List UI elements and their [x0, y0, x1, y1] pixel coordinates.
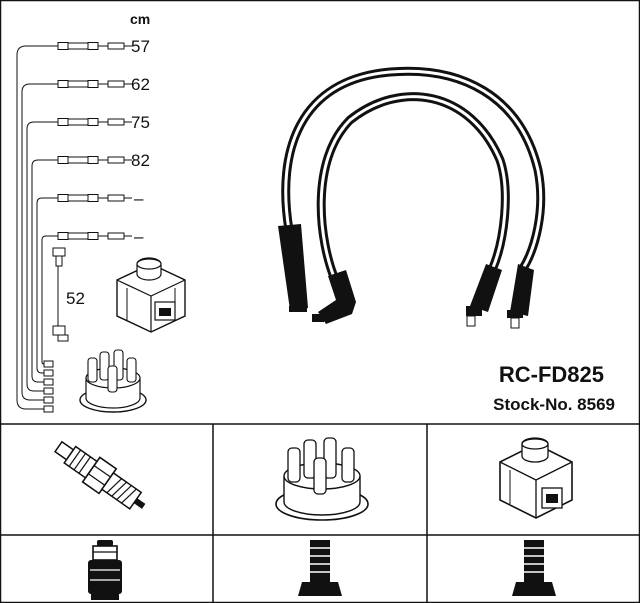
lead-tip — [43, 378, 54, 386]
spark-plug-icon — [54, 440, 146, 510]
length-label-1: 57 — [131, 37, 150, 56]
distributor-cap-icon — [79, 349, 147, 413]
ignition-coil-icon — [116, 257, 186, 333]
cable-length-schematic: cm 57 — [16, 11, 150, 413]
lead-connector-6 — [57, 232, 133, 240]
lead-tip — [43, 387, 54, 395]
cap-terminal-icon — [298, 540, 342, 596]
length-label-6: – — [134, 227, 144, 246]
stock-number: Stock-No. 8569 — [493, 395, 615, 414]
coil-lead-length-label: 52 — [66, 289, 85, 308]
ignition-cable-set — [278, 66, 546, 329]
length-label-5: – — [134, 189, 144, 208]
unit-label: cm — [130, 11, 150, 27]
coil-lead — [52, 247, 69, 342]
coil-terminal-icon — [512, 540, 556, 596]
lead-connector-2 — [57, 80, 133, 88]
lead-tip — [43, 405, 54, 413]
plug-boot-icon — [88, 540, 122, 600]
distributor-cap-large-icon — [275, 437, 369, 521]
lead-connector-4 — [57, 156, 133, 164]
straight-plug-boot — [278, 224, 308, 312]
angled-plug-boot — [312, 270, 356, 324]
coil-terminal-boot-left — [466, 264, 502, 327]
length-label-4: 82 — [131, 151, 150, 170]
ignition-coil-large-icon — [499, 437, 573, 519]
length-label-3: 75 — [131, 113, 150, 132]
product-code: RC-FD825 — [499, 362, 604, 387]
lead-connector-3 — [57, 118, 133, 126]
lead-tip — [43, 396, 54, 404]
lead-tip — [43, 360, 54, 368]
lead-connector-1 — [57, 42, 133, 50]
lead-tip — [43, 369, 54, 377]
coil-terminal-boot-right — [507, 264, 534, 329]
length-label-2: 62 — [131, 75, 150, 94]
lead-connector-5 — [57, 194, 133, 202]
